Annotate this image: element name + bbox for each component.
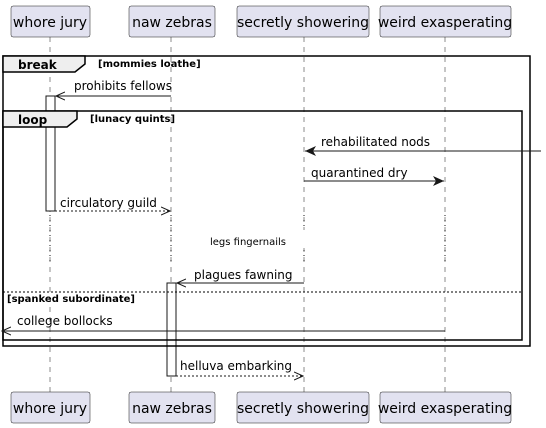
participant-secretly-showering-bottom[interactable]: secretly showering [236,391,370,424]
message-helluva-embarking: helluva embarking [176,359,303,376]
message-college-bollocks: college bollocks [2,314,445,331]
loop-keyword: loop [18,113,48,127]
message-label: rehabilitated nods [321,135,430,149]
message-circulatory-guild: circulatory guild [55,196,170,211]
participant-whore-jury-bottom[interactable]: whore jury [10,391,91,424]
message-plagues-fawning: plagues fawning [177,268,304,283]
activation-naw-zebras [166,282,177,377]
participant-label: secretly showering [237,401,369,417]
delay-label: legs fingernails [210,237,286,248]
message-rehabilitated-nods: rehabilitated nods [305,135,541,156]
participant-label: secretly showering [237,15,369,31]
participant-label: naw zebras [132,401,212,417]
participant-label: whore jury [13,15,87,31]
participant-naw-zebras-top[interactable]: naw zebras [128,5,216,38]
activation-whore-jury [45,95,56,212]
participant-label: naw zebras [132,15,212,31]
participant-label: whore jury [13,401,87,417]
message-label: quarantined dry [311,166,408,180]
participant-weird-exasperating-top[interactable]: weird exasperating [378,5,512,38]
message-label: plagues fawning [194,268,293,282]
participant-naw-zebras-bottom[interactable]: naw zebras [128,391,216,424]
loop-condition: [lunacy quints] [90,114,175,125]
message-label: college bollocks [17,314,113,328]
break-condition: [mommies loathe] [98,59,201,70]
message-label: helluva embarking [180,359,292,373]
participant-whore-jury-top[interactable]: whore jury [10,5,91,38]
message-label: prohibits fellows [74,79,172,93]
loop-frame: loop [lunacy quints] [2,110,523,341]
participant-label: weird exasperating [378,401,512,417]
message-prohibits-fellows: prohibits fellows [56,79,172,96]
break-keyword: break [18,58,58,72]
break-frame: break [mommies loathe] [2,55,531,347]
message-quarantined-dry: quarantined dry [304,166,444,186]
delay-legs-fingernails: legs fingernails [49,215,446,265]
participant-weird-exasperating-bottom[interactable]: weird exasperating [378,391,512,424]
participant-label: weird exasperating [378,15,512,31]
participant-secretly-showering-top[interactable]: secretly showering [236,5,370,38]
else-condition: [spanked subordinate] [7,294,135,305]
message-label: circulatory guild [60,196,157,210]
